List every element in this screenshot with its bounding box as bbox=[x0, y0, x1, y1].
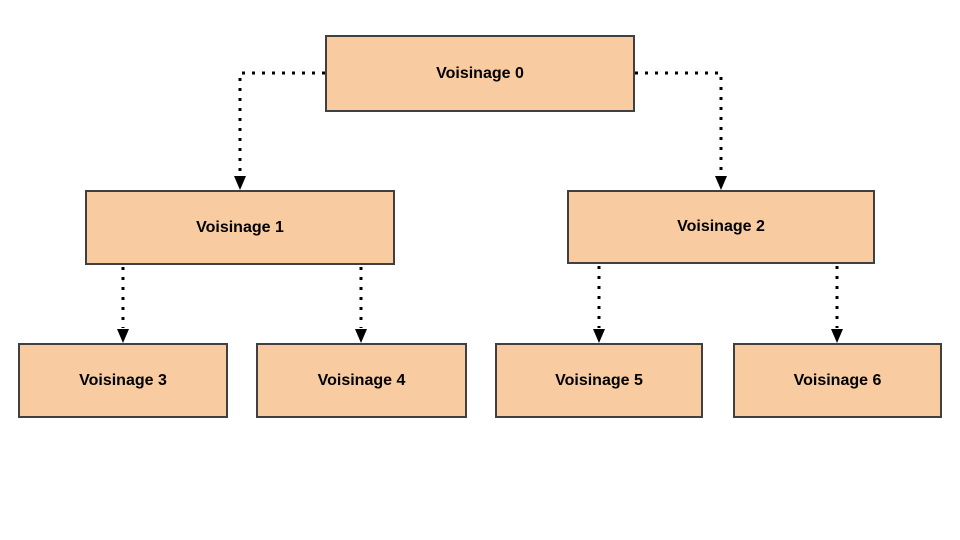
node-label: Voisinage 2 bbox=[677, 218, 765, 235]
node-label: Voisinage 0 bbox=[436, 64, 524, 82]
node-label: Voisinage 4 bbox=[317, 371, 406, 389]
node-voisinage-3: Voisinage 3 bbox=[18, 343, 228, 418]
node-label: Voisinage 3 bbox=[79, 371, 167, 389]
node-label: Voisinage 1 bbox=[196, 218, 284, 236]
node-voisinage-0: Voisinage 0 bbox=[325, 35, 635, 112]
node-label: Voisinage 6 bbox=[793, 371, 882, 389]
arrowhead-v4 bbox=[355, 329, 367, 343]
connector-v2-v6 bbox=[831, 266, 843, 343]
arrowhead-v6 bbox=[831, 329, 843, 343]
arrowhead-v5 bbox=[593, 329, 605, 343]
node-voisinage-4: Voisinage 4 bbox=[256, 343, 467, 418]
node-voisinage-5: Voisinage 5 bbox=[495, 343, 703, 418]
node-voisinage-6: Voisinage 6 bbox=[733, 343, 942, 418]
arrowhead-v1 bbox=[234, 176, 246, 190]
arrowhead-v3 bbox=[117, 329, 129, 343]
node-voisinage-1: Voisinage 1 bbox=[85, 190, 395, 265]
node-label: Voisinage 5 bbox=[555, 371, 643, 389]
connector-v0-v2 bbox=[635, 71, 727, 190]
arrowhead-v2 bbox=[715, 176, 727, 190]
node-voisinage-2: Voisinage 2 bbox=[567, 190, 875, 264]
connector-v2-v5 bbox=[593, 266, 605, 343]
connector-v0-v1 bbox=[234, 71, 325, 190]
connector-v1-v3 bbox=[117, 267, 129, 343]
connector-v1-v4 bbox=[355, 267, 367, 343]
